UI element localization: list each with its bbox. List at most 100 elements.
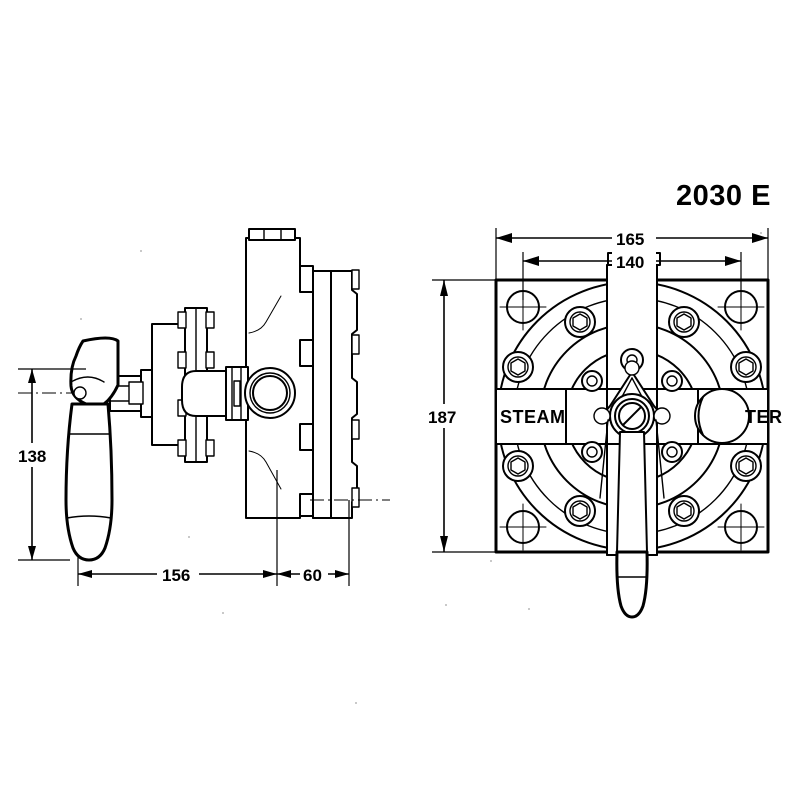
inner-bolt-inner bbox=[666, 446, 678, 458]
hex-socket-bolt bbox=[730, 351, 762, 383]
arrowhead-140-right bbox=[725, 256, 741, 266]
water-port-label: TER bbox=[745, 407, 783, 427]
dim-165-text-bg bbox=[612, 226, 656, 250]
dimension-156: 156 bbox=[77, 470, 278, 586]
inner-bolt-inner bbox=[586, 446, 598, 458]
bolt-hex-socket bbox=[510, 358, 526, 376]
hex-socket-bolt-group bbox=[502, 306, 762, 527]
plate-bolt-end bbox=[351, 419, 360, 440]
hex-socket-bolt bbox=[502, 351, 534, 383]
hub-lug-left bbox=[593, 407, 611, 425]
lever-handle-seam-lower bbox=[66, 515, 112, 519]
dimension-138: 138 bbox=[14, 368, 86, 561]
arrowhead-138-down bbox=[28, 546, 36, 560]
body-bolt-boss bbox=[299, 423, 314, 451]
dimension-140: 140 bbox=[522, 249, 742, 300]
yoke-pivot-pin bbox=[624, 360, 640, 376]
hex-socket-bolt bbox=[564, 495, 596, 527]
dimension-187: 187 bbox=[424, 279, 496, 553]
body-bolt-boss bbox=[299, 339, 314, 367]
yoke-rib-right bbox=[655, 419, 665, 499]
slotted-screw-slot bbox=[623, 407, 641, 425]
outlet-spout bbox=[181, 370, 227, 417]
inner-small-bolt bbox=[661, 370, 683, 392]
arrowhead-156-left bbox=[78, 570, 92, 578]
dimension-60: 60 bbox=[277, 500, 350, 586]
flange-bolt-head bbox=[177, 439, 187, 457]
dim-140-text-bg bbox=[612, 249, 656, 273]
hex-socket-bolt bbox=[668, 306, 700, 338]
outlet-port-ring-mid bbox=[249, 372, 291, 414]
outlet-port-ring-inner bbox=[252, 375, 288, 411]
arrowhead-60-left bbox=[277, 570, 291, 578]
inner-bolt-inner bbox=[666, 375, 678, 387]
inner-small-bolt bbox=[581, 441, 603, 463]
hex-socket-bolt bbox=[730, 450, 762, 482]
dimension-165: 165 bbox=[495, 226, 769, 284]
plate-bolt-end-group bbox=[351, 269, 360, 508]
steam-port-label: STEAM bbox=[500, 407, 566, 427]
hex-socket-bolt bbox=[564, 306, 596, 338]
inner-bolt-inner bbox=[586, 375, 598, 387]
side-elevation-view: 138 156 60 bbox=[14, 228, 390, 586]
drawing-title: 2030 E bbox=[676, 180, 771, 212]
arrowhead-187-up bbox=[440, 280, 448, 296]
corner-mounting-hole bbox=[717, 503, 765, 551]
body-internal-detail-upper bbox=[248, 295, 282, 334]
handle-hub-seam bbox=[70, 376, 105, 383]
front-elevation-view: STEAM TER 165 140 bbox=[424, 226, 783, 619]
mounting-plate-profile bbox=[312, 270, 358, 519]
dimension-label-165: 165 bbox=[616, 230, 644, 249]
front-lever-upper bbox=[616, 431, 648, 553]
bolt-hex-socket bbox=[572, 502, 588, 520]
bolt-hex-socket bbox=[510, 457, 526, 475]
shaft-key-block bbox=[128, 381, 144, 405]
inner-small-bolt bbox=[581, 370, 603, 392]
bolt-hex-socket bbox=[738, 358, 754, 376]
flange-bolt-head bbox=[205, 311, 215, 329]
corner-mounting-hole bbox=[499, 503, 547, 551]
hex-socket-bolt bbox=[668, 495, 700, 527]
inner-small-bolt bbox=[661, 441, 683, 463]
water-port-shadow-arc bbox=[697, 396, 704, 436]
flange-bolt-head bbox=[205, 351, 215, 369]
handle-pivot-pin bbox=[73, 386, 87, 400]
bolt-hex-socket bbox=[572, 313, 588, 331]
body-bolt-boss bbox=[299, 265, 314, 293]
yoke-rib-left bbox=[599, 419, 609, 499]
arrowhead-187-down bbox=[440, 536, 448, 552]
top-cap bbox=[248, 228, 296, 241]
plate-bolt-end bbox=[351, 487, 360, 508]
dim-187-text-bg bbox=[424, 404, 466, 428]
dimension-label-138: 138 bbox=[18, 447, 46, 466]
body-bolt-boss bbox=[299, 493, 314, 517]
plate-bolt-end bbox=[351, 269, 360, 290]
water-port-circle bbox=[694, 388, 750, 444]
bolt-hex-socket bbox=[676, 313, 692, 331]
front-lever-handle bbox=[615, 550, 649, 619]
body-internal-detail-lower bbox=[248, 450, 282, 490]
dim-60-text-bg bbox=[300, 562, 328, 586]
corner-mounting-hole-group bbox=[499, 283, 765, 551]
dimension-label-187: 187 bbox=[428, 408, 456, 427]
dim-156-text-bg bbox=[157, 562, 199, 586]
dimension-label-140: 140 bbox=[616, 253, 644, 272]
bolt-hex-socket bbox=[738, 457, 754, 475]
knurled-nut-face bbox=[233, 380, 241, 407]
lever-handle bbox=[64, 402, 114, 562]
arrowhead-140-left bbox=[523, 256, 539, 266]
body-bolt-boss-group bbox=[299, 265, 314, 517]
flange-bolt-head bbox=[205, 439, 215, 457]
dimension-label-60: 60 bbox=[303, 566, 322, 585]
hub-lug-right bbox=[653, 407, 671, 425]
dim-138-text-bg bbox=[14, 443, 51, 467]
arrowhead-165-right bbox=[752, 233, 768, 243]
arrowhead-138-up bbox=[28, 369, 36, 383]
hex-socket-bolt bbox=[502, 450, 534, 482]
dimension-label-156: 156 bbox=[162, 566, 190, 585]
bolt-hex-socket bbox=[676, 502, 692, 520]
arrowhead-156-right bbox=[263, 570, 277, 578]
flange-bolt-head bbox=[177, 351, 187, 369]
